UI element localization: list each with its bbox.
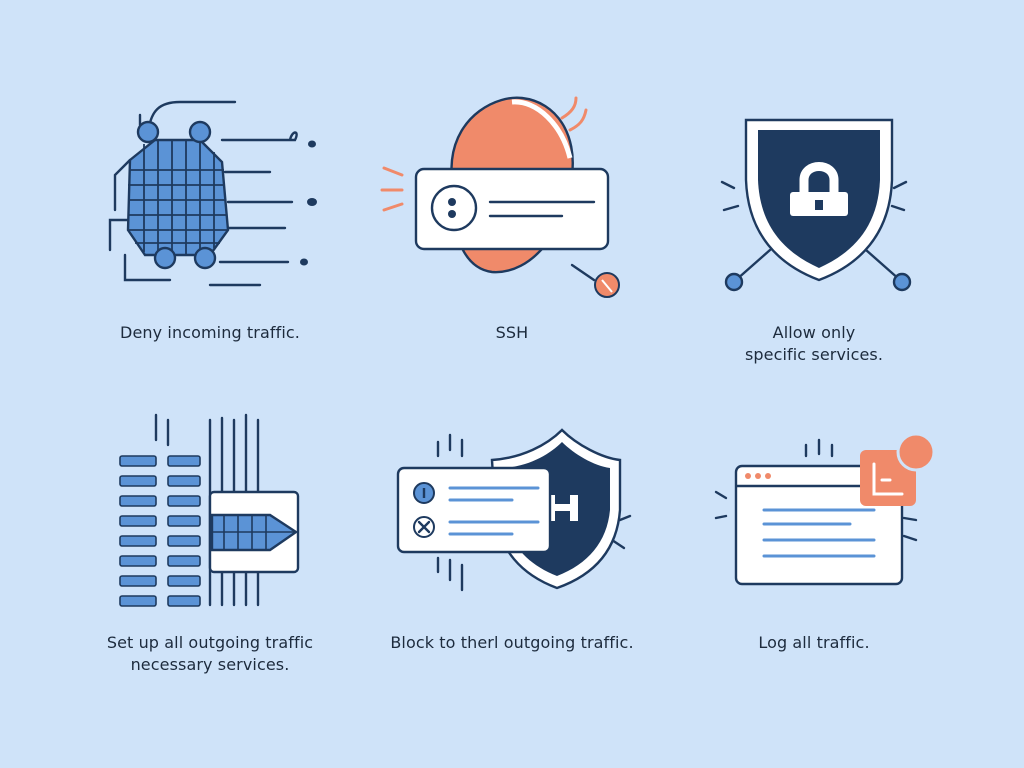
tile-setup-outgoing: Set up all outgoing traffic necessary se… bbox=[60, 390, 360, 690]
tile-allow-specific: Allow only specific services. bbox=[664, 80, 964, 380]
tile-deny-incoming: Deny incoming traffic. bbox=[60, 80, 360, 380]
firewall-grid-icon bbox=[108, 100, 317, 287]
tile-caption: Log all traffic. bbox=[758, 633, 870, 652]
tile-caption: Deny incoming traffic. bbox=[120, 323, 300, 342]
shield-lock-icon bbox=[720, 118, 912, 292]
shield-window-icon bbox=[396, 428, 632, 592]
tile-caption: Block to therl outgoing traffic. bbox=[390, 633, 634, 652]
server-arrow-icon bbox=[119, 413, 300, 607]
tile-caption: Allow only specific services. bbox=[744, 323, 884, 364]
ssh-terminal-icon bbox=[380, 96, 620, 298]
tile-caption: SSH bbox=[495, 323, 529, 342]
log-window-icon bbox=[714, 432, 936, 586]
tile-block-outgoing: Block to therl outgoing traffic. bbox=[362, 390, 662, 690]
tile-caption: Set up all outgoing traffic necessary se… bbox=[106, 633, 314, 674]
tile-log-all: Log all traffic. bbox=[664, 390, 964, 690]
tile-ssh: SSH bbox=[362, 80, 662, 380]
